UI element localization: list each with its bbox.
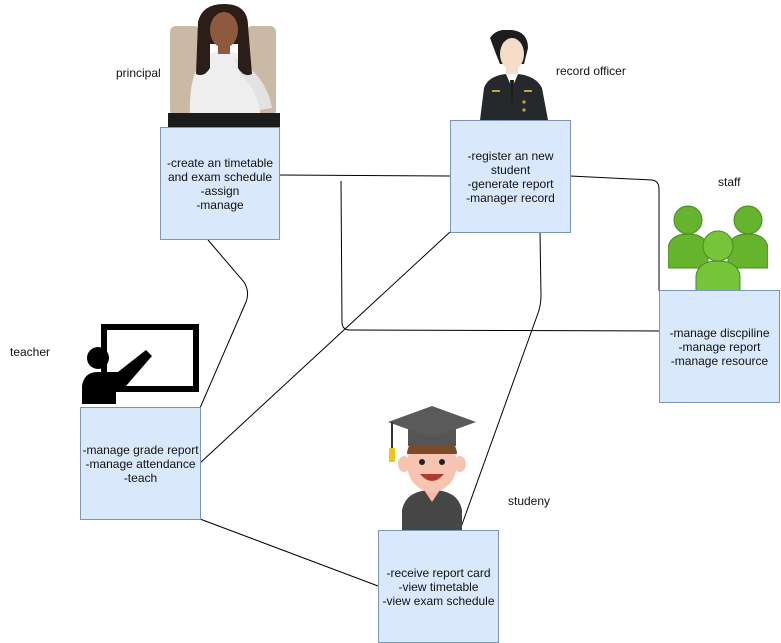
staff-box[interactable]: -manage discpiline -manage report -manag…	[659, 290, 780, 403]
staff-line-3: -manage resource	[670, 353, 769, 368]
record-officer-line-1: -register an new	[467, 148, 554, 163]
teacher-box[interactable]: -manage grade report -manage attendance …	[80, 407, 201, 520]
staff-line-2: -manage report	[678, 339, 761, 354]
connector-staff-loop	[340, 180, 660, 332]
student-line-1: -receive report card	[386, 565, 491, 580]
connector-record-officer-teacher	[199, 231, 451, 464]
record-officer-box[interactable]: -register an new student -generate repor…	[450, 120, 571, 233]
record-officer-label: record officer	[556, 64, 626, 78]
teacher-line-3: -teach	[123, 470, 158, 485]
connector-record-officer-staff	[569, 175, 660, 291]
principal-line-4: -manage	[196, 197, 244, 212]
group-icon	[668, 205, 768, 292]
officer-icon	[480, 30, 548, 120]
principal-line-1: -create an timetable	[166, 155, 274, 170]
staff-line-1: -manage discpiline	[669, 325, 770, 340]
staff-label: staff	[718, 175, 741, 189]
principal-line-2: and exam schedule	[167, 169, 273, 184]
woman-seated-icon	[168, 4, 280, 128]
connector-principal-record-officer	[279, 174, 451, 177]
record-officer-line-4: -manager record	[466, 190, 555, 205]
teacher-line-1: -manage grade report	[82, 442, 199, 457]
student-line-2: -view timetable	[398, 579, 479, 594]
principal-label: principal	[116, 66, 161, 80]
record-officer-line-3: -generate report	[467, 176, 554, 191]
principal-line-3: -assign	[200, 183, 240, 198]
student-line-3: -view exam schedule	[382, 593, 495, 608]
connector-record-officer-student	[459, 231, 542, 531]
teacher-board-icon	[82, 324, 199, 404]
connector-principal-teacher	[199, 239, 249, 409]
student-box[interactable]: -receive report card -view timetable -vi…	[378, 530, 499, 643]
record-officer-line-2: student	[490, 162, 531, 177]
principal-box[interactable]: -create an timetable and exam schedule -…	[160, 127, 280, 240]
connector-teacher-student	[199, 518, 379, 587]
student-label: studeny	[508, 494, 551, 508]
teacher-line-2: -manage attendance	[85, 456, 196, 471]
teacher-label: teacher	[10, 345, 51, 359]
graduate-icon	[388, 406, 476, 530]
